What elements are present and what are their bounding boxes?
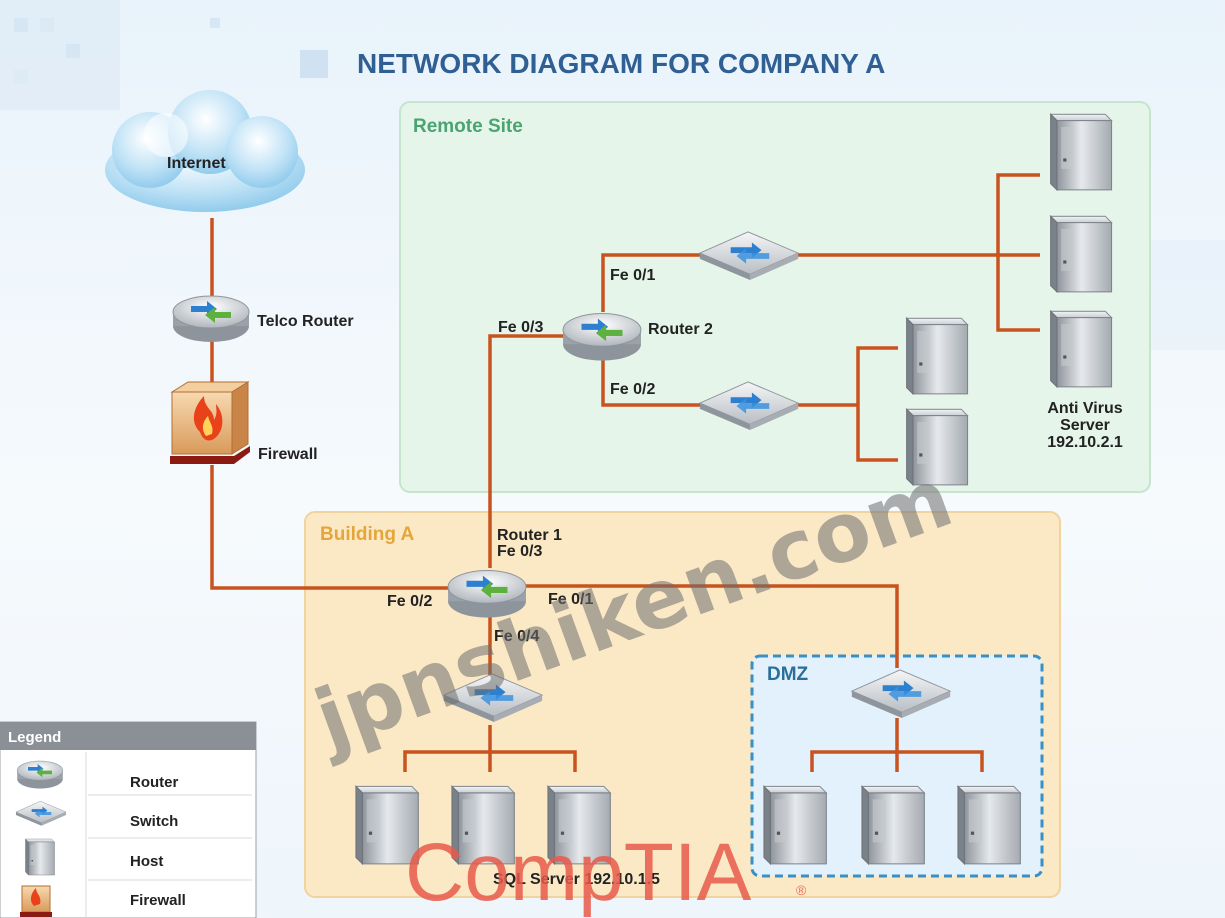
router-1-port-fe01: Fe 0/1 [548,591,593,608]
legend-item-switch: Switch [130,813,178,830]
router-1-port-fe03: Fe 0/3 [497,543,542,560]
router-2-port-fe03: Fe 0/3 [498,319,543,336]
legend-title: Legend [8,729,61,746]
page-title: NETWORK DIAGRAM FOR COMPANY A [357,48,885,79]
router-1-port-fe04: Fe 0/4 [494,628,539,645]
internet-cloud-icon [105,90,305,212]
comptia-registered-mark: ® [796,882,807,898]
legend-router-icon [16,760,64,789]
telco-router-icon [172,295,250,343]
router-1-port-fe02: Fe 0/2 [387,593,432,610]
anti-virus-label-line3: 192.10.2.1 [1047,434,1123,451]
remote-site-title: Remote Site [413,116,523,137]
remote-site-zone [399,101,1151,493]
remote-server-3-icon [906,317,969,395]
legend-item-firewall: Firewall [130,892,186,909]
telco-router-label: Telco Router [257,313,354,330]
remote-server-2-icon [1050,215,1113,293]
dmz-host-2-icon [861,785,925,865]
legend-firewall-icon [20,885,52,917]
router-2-port-fe01: Fe 0/1 [610,267,655,284]
router-2-port-fe02: Fe 0/2 [610,381,655,398]
network-links [210,173,1040,772]
building-a-title: Building A [320,524,415,545]
dmz-title: DMZ [767,664,809,685]
firewall-label: Firewall [258,446,318,463]
anti-virus-server-icon [1050,310,1113,388]
anti-virus-label-line2: Server [1060,417,1110,434]
legend-item-router: Router [130,774,178,791]
internet-label: Internet [167,155,226,172]
sql-server-label: SQL Server 192.10.1.5 [493,871,660,888]
legend-host-icon [25,838,55,876]
legend-item-host: Host [130,853,163,870]
router-2-icon [562,312,642,362]
router-1-label: Router 1 [497,527,562,544]
comptia-watermark: CompTIA [405,827,752,918]
dmz-host-1-icon [763,785,827,865]
legend: Legend Router Switch Host Firewall [0,721,257,918]
router-2-label: Router 2 [648,321,713,338]
remote-server-1-icon [1050,113,1113,191]
anti-virus-label-line1: Anti Virus [1047,400,1122,417]
firewall-icon [170,381,250,464]
dmz-host-3-icon [957,785,1021,865]
